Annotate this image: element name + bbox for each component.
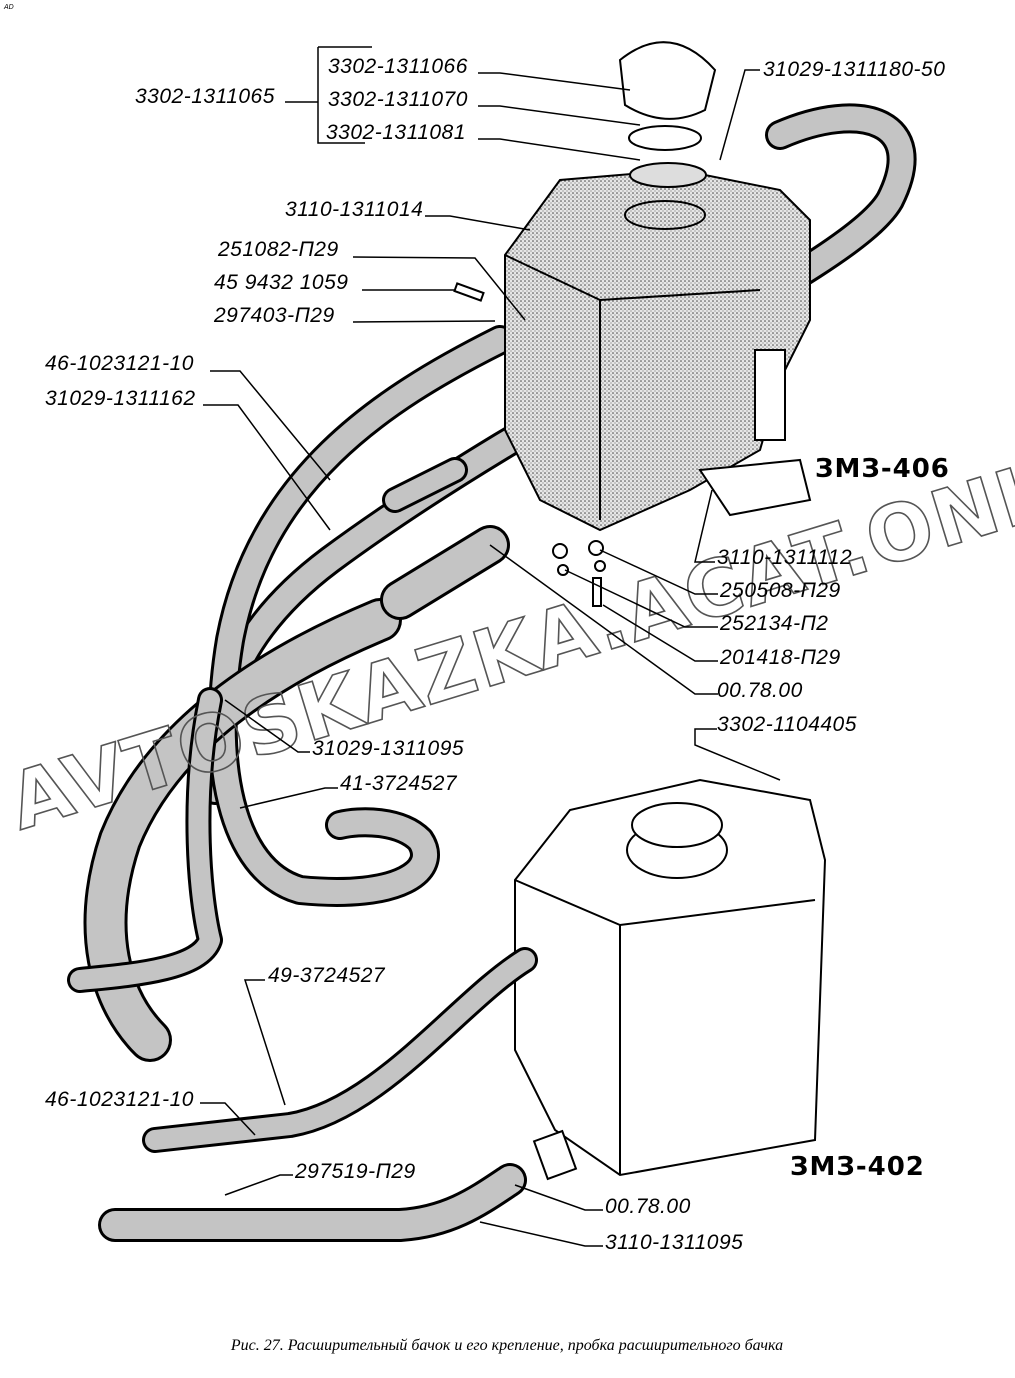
- engine-label-406: ЗМЗ-406: [815, 454, 950, 484]
- label-lower-hose-a: 46-1023121-10: [45, 1088, 194, 1111]
- label-tank: 3110-1311014: [285, 198, 423, 221]
- label-hose-a: 46-1023121-10: [45, 352, 194, 375]
- label-clamp4: 49-3724527: [268, 964, 386, 987]
- hose-lower-bend: [67, 598, 402, 1062]
- part-labels: 3302-1311065 3302-1311066 3302-1311070 3…: [45, 55, 950, 1254]
- label-cap: 3302-1311066: [328, 55, 468, 78]
- engine-label-402: ЗМЗ-402: [790, 1152, 925, 1182]
- label-clamp2: 00.78.00: [717, 679, 803, 702]
- label-hose-b: 31029-1311162: [45, 387, 196, 410]
- label-clamp1: 297403-П29: [213, 304, 335, 327]
- lower-hose-2: [98, 1129, 578, 1242]
- label-bolt2: 201418-П29: [719, 646, 841, 669]
- label-bracket: 3110-1311112: [717, 546, 852, 569]
- upper-assembly: [67, 41, 917, 1062]
- hose-left-loop: [207, 325, 515, 907]
- label-clamp3: 41-3724527: [340, 772, 458, 795]
- label-hose-c: 31029-1311095: [312, 737, 464, 760]
- hose-segments: [380, 457, 510, 620]
- label-clip: 3302-1104405: [717, 713, 857, 736]
- label-nut: 250508-П29: [719, 579, 841, 602]
- label-cap-group: 3302-1311065: [135, 85, 275, 108]
- label-hose-top: 31029-1311180-50: [763, 58, 945, 81]
- lower-assembly: [98, 778, 827, 1242]
- leader-lines: [200, 46, 781, 1247]
- label-clamp6: 00.78.00: [605, 1195, 691, 1218]
- corner-mark: AD: [3, 4, 14, 11]
- label-washer1: 251082-П29: [217, 238, 339, 261]
- label-valve: 3302-1311070: [328, 88, 468, 111]
- label-gasket: 3302-1311081: [326, 121, 466, 144]
- filler-cap-406: [618, 41, 717, 230]
- bolts-nuts: [453, 282, 606, 607]
- label-washer2: 252134-П2: [719, 612, 828, 635]
- figure-caption: Рис. 27. Расширительный бачок и его креп…: [230, 1337, 783, 1354]
- lower-hose-1: [142, 947, 538, 1153]
- label-bolt: 45 9432 1059: [214, 271, 348, 294]
- label-lower-hose-b: 3110-1311095: [605, 1231, 743, 1254]
- label-clamp5: 297519-П29: [294, 1160, 416, 1183]
- expansion-tank-402: [514, 778, 827, 1177]
